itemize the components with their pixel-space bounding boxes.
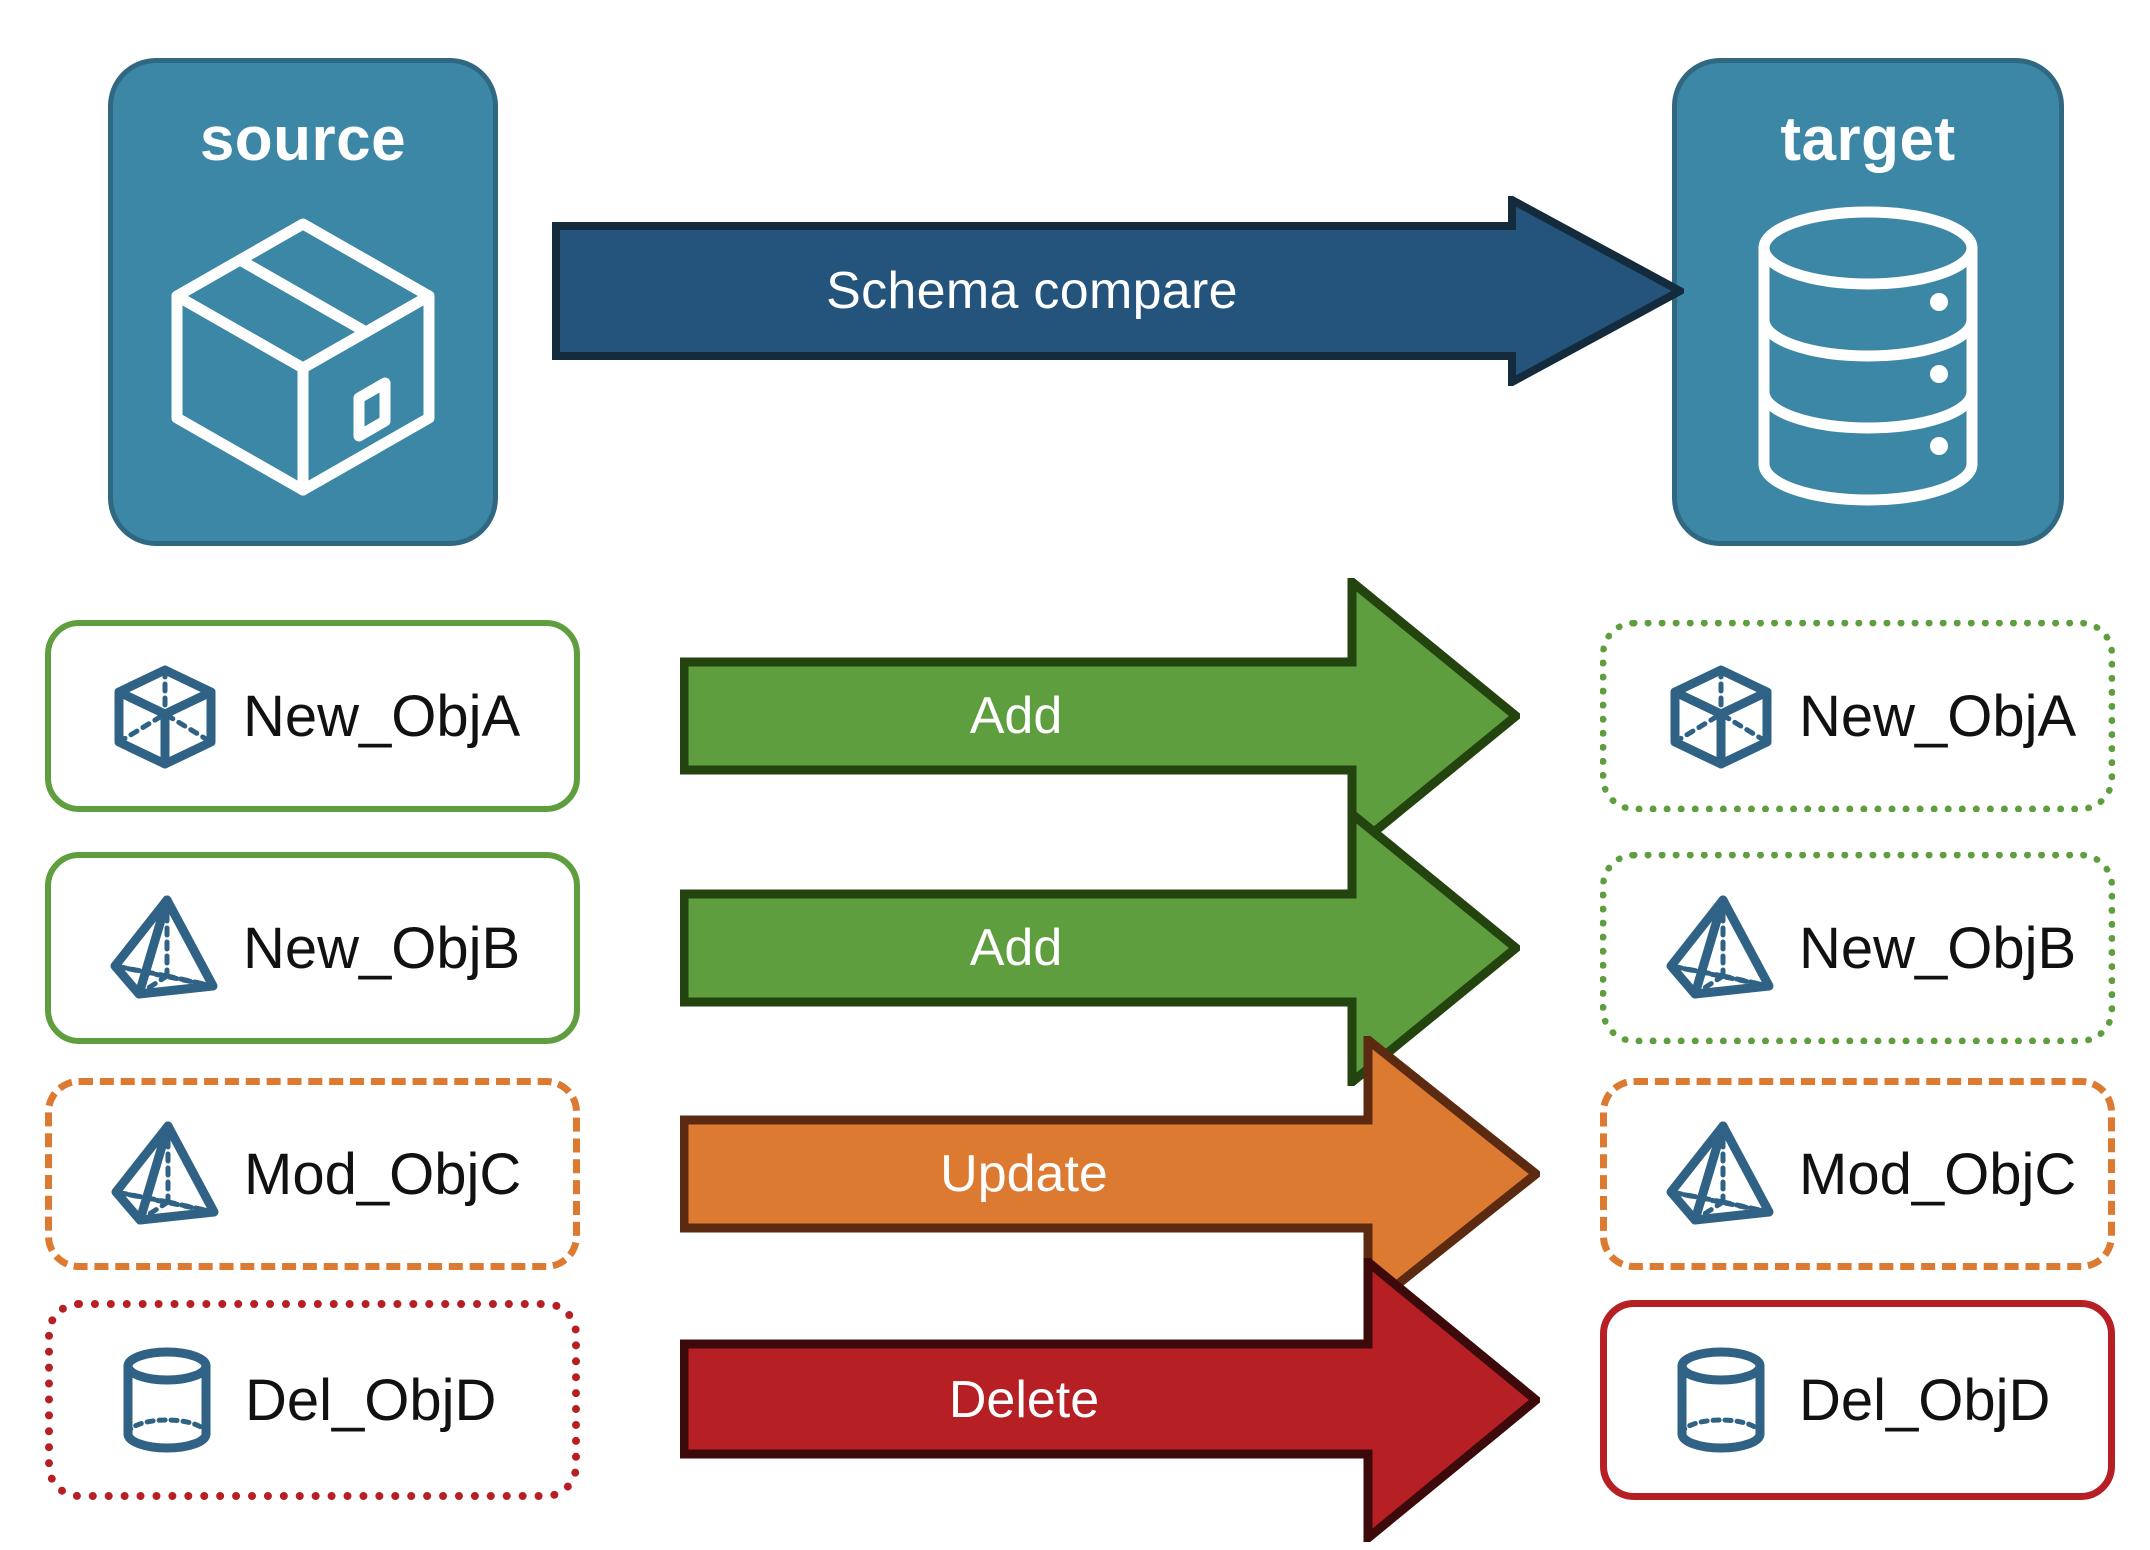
wireframe-pyramid-icon bbox=[1665, 1120, 1777, 1228]
source-object-box[interactable]: Del_ObjD bbox=[45, 1300, 580, 1500]
target-object-box[interactable]: Del_ObjD bbox=[1600, 1300, 2115, 1500]
action-arrow-delete[interactable]: Delete bbox=[679, 1252, 1544, 1548]
target-object-name: Del_ObjD bbox=[1799, 1367, 2051, 1433]
wireframe-pyramid-icon bbox=[1665, 894, 1777, 1002]
source-object-name: Mod_ObjC bbox=[244, 1141, 522, 1207]
source-object-box[interactable]: New_ObjB bbox=[45, 852, 580, 1044]
source-object-name: Del_ObjD bbox=[245, 1367, 497, 1433]
action-arrow-update[interactable]: Update bbox=[679, 1030, 1544, 1318]
action-arrow-add[interactable]: Add bbox=[679, 572, 1524, 860]
action-label: Update bbox=[940, 1145, 1108, 1203]
wireframe-cylinder-icon bbox=[1665, 1346, 1777, 1454]
schema-compare-label: Schema compare bbox=[826, 262, 1238, 320]
compare-row: New_ObjA Add New_ObjA bbox=[0, 572, 2150, 860]
source-object-name: New_ObjA bbox=[243, 683, 521, 749]
compare-row: Mod_ObjC Update Mod_ObjC bbox=[0, 1030, 2150, 1318]
target-panel-caption: target bbox=[1780, 105, 1956, 174]
target-object-name: New_ObjA bbox=[1799, 683, 2077, 749]
action-arrow-add[interactable]: Add bbox=[679, 804, 1524, 1092]
target-panel[interactable]: target bbox=[1672, 58, 2064, 546]
target-object-name: Mod_ObjC bbox=[1799, 1141, 2077, 1207]
wireframe-pyramid-icon bbox=[109, 894, 221, 1002]
wireframe-cube-icon bbox=[109, 662, 221, 770]
source-object-box[interactable]: Mod_ObjC bbox=[45, 1078, 580, 1270]
source-panel[interactable]: source bbox=[108, 58, 498, 546]
target-object-box[interactable]: New_ObjB bbox=[1600, 852, 2115, 1044]
database-cylinder-icon bbox=[1677, 171, 2059, 541]
source-object-box[interactable]: New_ObjA bbox=[45, 620, 580, 812]
action-label: Delete bbox=[948, 1371, 1100, 1429]
wireframe-pyramid-icon bbox=[110, 1120, 222, 1228]
target-object-name: New_ObjB bbox=[1799, 915, 2077, 981]
target-object-box[interactable]: New_ObjA bbox=[1600, 620, 2115, 812]
compare-row: New_ObjB Add New_ObjB bbox=[0, 804, 2150, 1092]
wireframe-cube-icon bbox=[1665, 662, 1777, 770]
action-label: Add bbox=[969, 919, 1063, 977]
package-box-icon bbox=[113, 171, 493, 541]
schema-compare-arrow[interactable]: Schema compare bbox=[552, 193, 1689, 389]
wireframe-cylinder-icon bbox=[111, 1346, 223, 1454]
source-panel-caption: source bbox=[199, 105, 407, 174]
action-label: Add bbox=[969, 687, 1063, 745]
compare-row: Del_ObjD Delete Del_ObjD bbox=[0, 1252, 2150, 1548]
target-object-box[interactable]: Mod_ObjC bbox=[1600, 1078, 2115, 1270]
source-object-name: New_ObjB bbox=[243, 915, 521, 981]
